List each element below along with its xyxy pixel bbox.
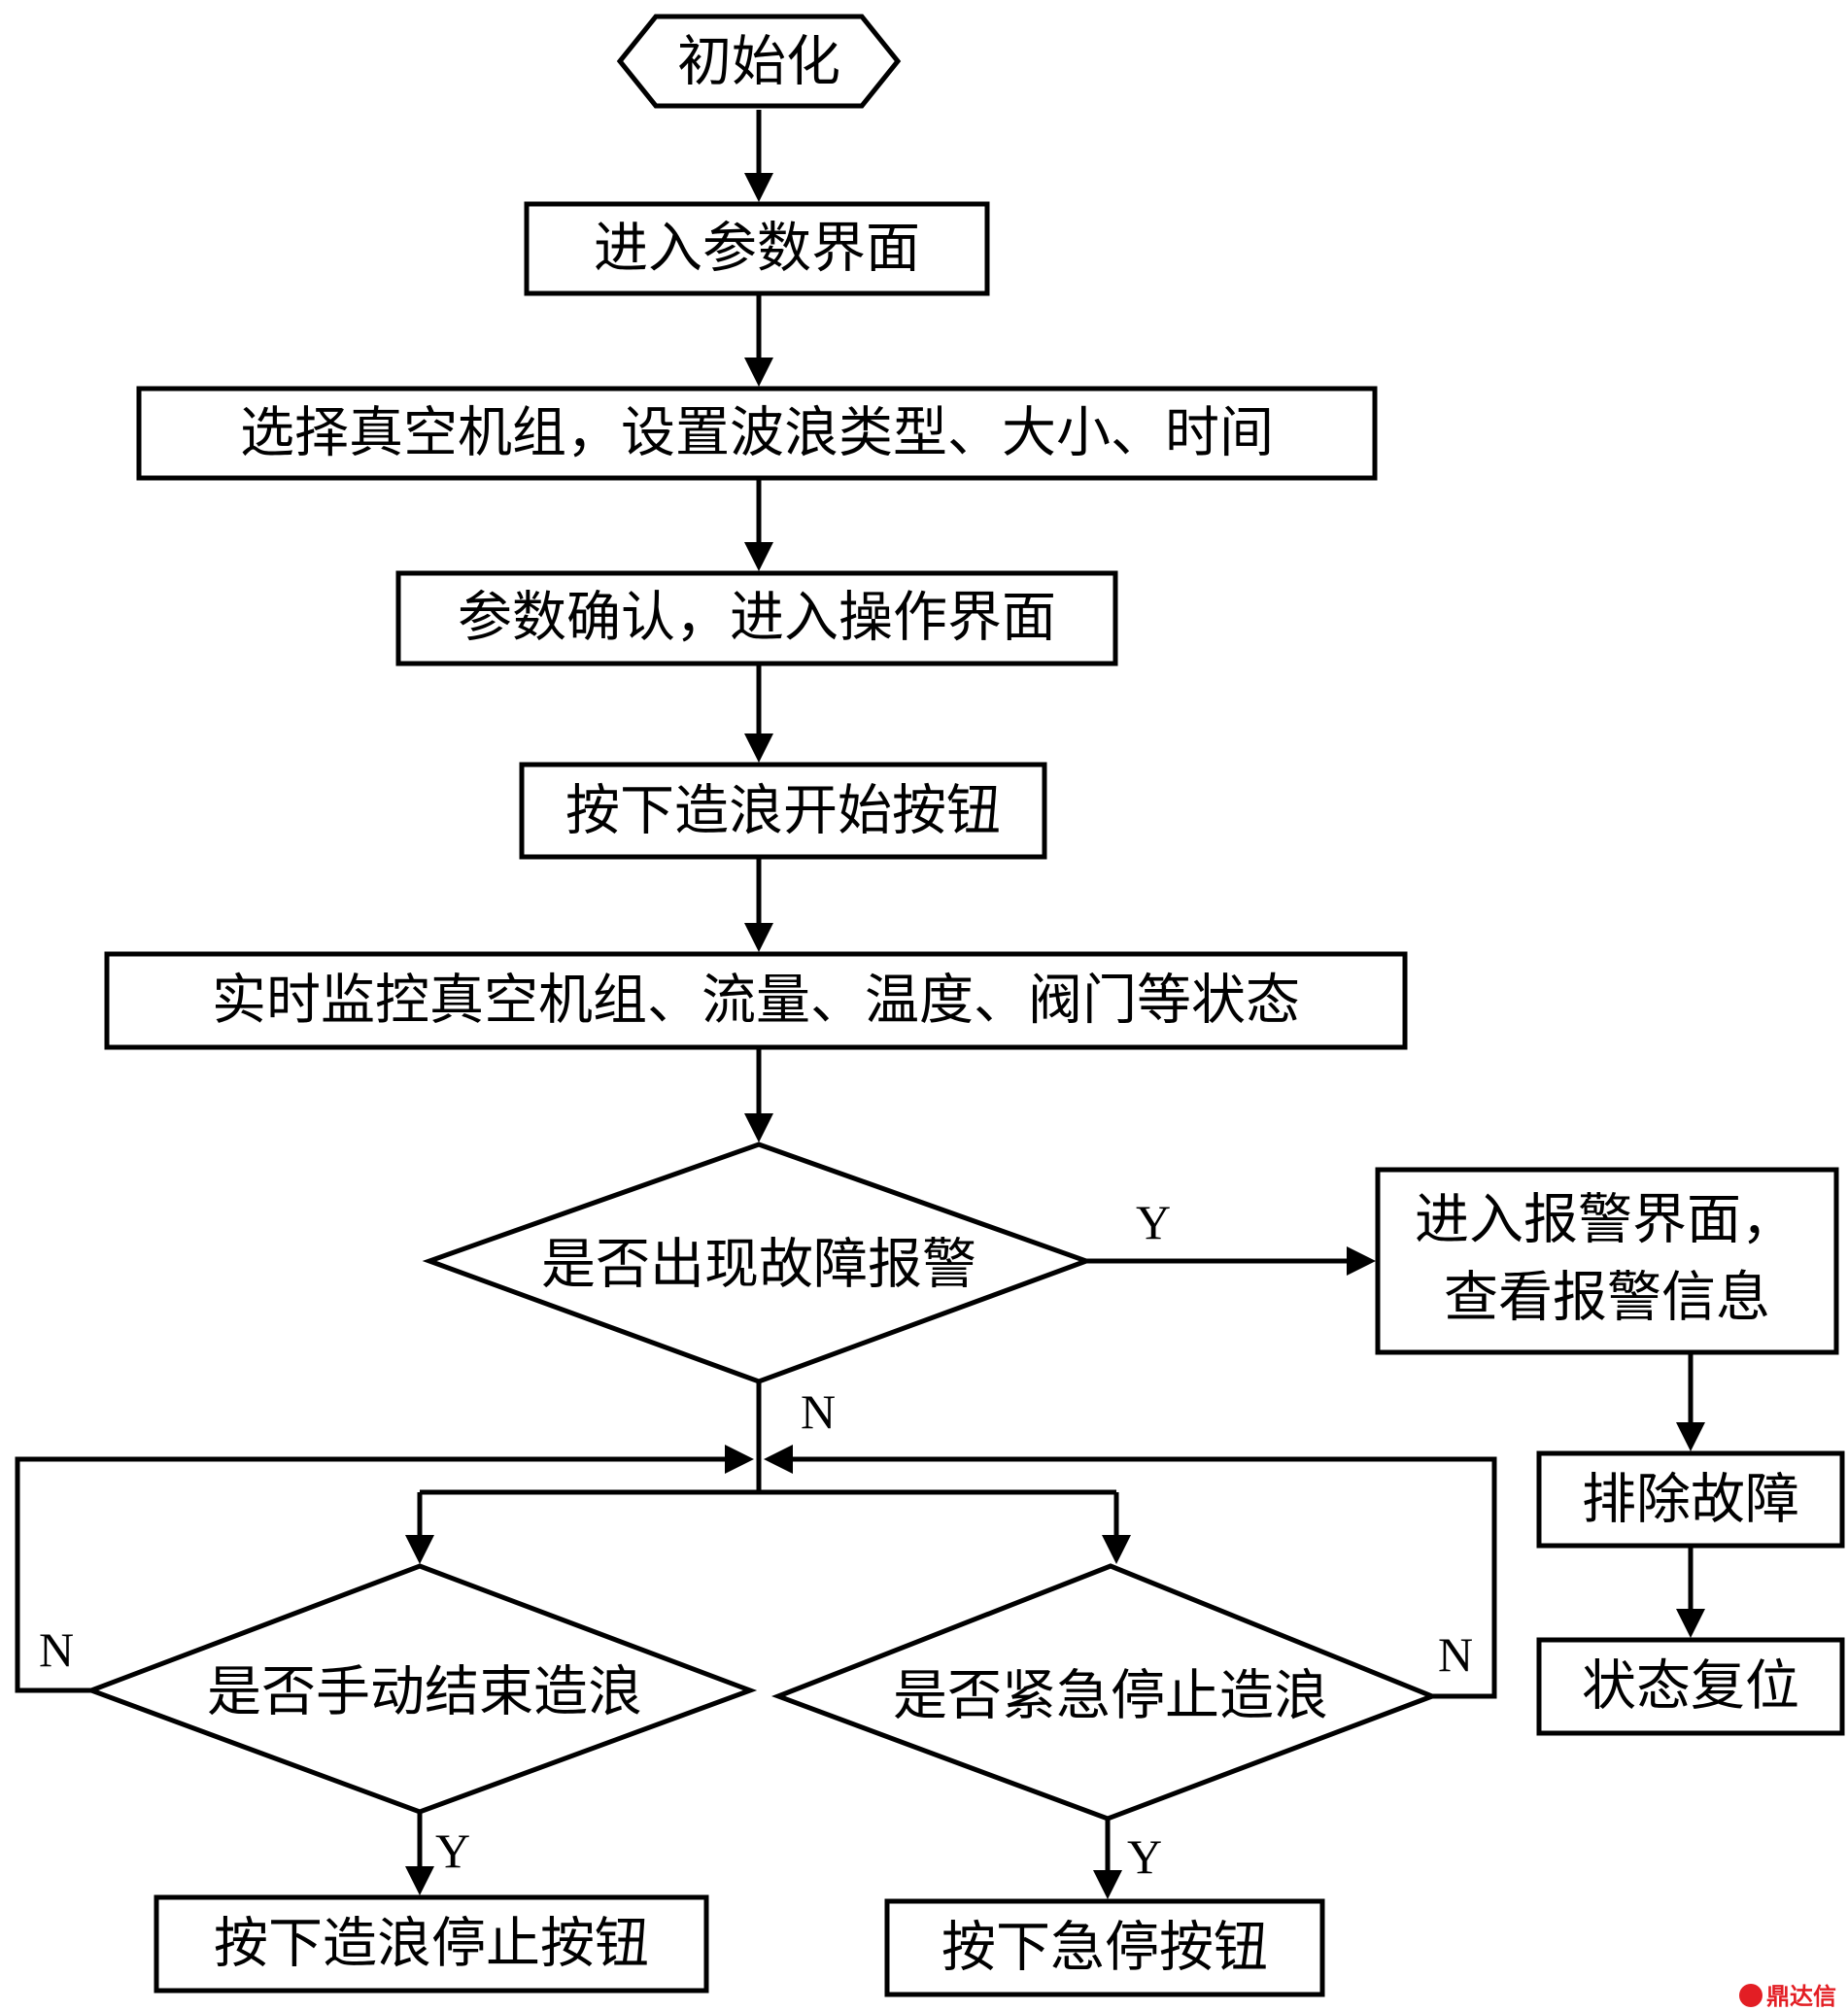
- arrowhead: [1102, 1535, 1131, 1564]
- decision-diamond: [84, 1563, 758, 1815]
- decision-diamond: [770, 1563, 1439, 1822]
- process-box: [1375, 1167, 1839, 1355]
- process-box: [1536, 1637, 1845, 1736]
- node-emergency-question: 是否紧急停止造浪: [770, 1563, 1439, 1822]
- monitor-label: 实时监控真空机组、流量、温度、阀门等状态: [212, 970, 1300, 1033]
- node-select-vacuum: 选择真空机组，设置波浪类型、大小、时间: [136, 386, 1378, 481]
- press-start-label: 按下造浪开始按钮: [565, 780, 1001, 843]
- watermark-label: 鼎达信: [1766, 1983, 1836, 2010]
- node-manual-end-question: 是否手动结束造浪: [84, 1563, 758, 1815]
- confirm-params-label: 参数确认，进入操作界面: [458, 587, 1056, 650]
- arrowhead: [744, 358, 773, 387]
- arrowhead: [744, 923, 773, 952]
- node-alarm-ui: 进入报警界面， 查看报警信息: [1375, 1167, 1839, 1355]
- arrowhead: [1347, 1246, 1376, 1276]
- manual-end-question-label: 是否手动结束造浪: [207, 1661, 642, 1724]
- manual-no-label: N: [39, 1622, 74, 1677]
- arrowhead: [1093, 1870, 1122, 1899]
- emergency-question-label: 是否紧急停止造浪: [893, 1665, 1328, 1728]
- process-box: [519, 762, 1047, 860]
- process-box: [1536, 1450, 1845, 1549]
- process-box: [104, 951, 1408, 1050]
- watermark-logo-icon: [1739, 1984, 1762, 2007]
- process-box: [884, 1898, 1325, 1997]
- edge-manual-no-loop: [15, 1456, 725, 1693]
- press-estop-label: 按下急停按钮: [941, 1917, 1268, 1980]
- arrowhead: [744, 542, 773, 571]
- connectors: [15, 110, 1705, 1899]
- watermark: 鼎达信: [1739, 1983, 1836, 2010]
- node-fault-question: 是否出现故障报警: [422, 1142, 1094, 1384]
- fault-question-label: 是否出现故障报警: [541, 1234, 976, 1297]
- node-clear-fault: 排除故障: [1536, 1450, 1845, 1549]
- manual-yes-label: Y: [435, 1824, 470, 1878]
- alarm-ui-label-line1: 进入报警界面，: [1415, 1189, 1796, 1252]
- reset-state-label: 状态复位: [1582, 1655, 1799, 1719]
- arrowhead: [405, 1866, 434, 1895]
- process-box: [524, 201, 990, 296]
- node-press-estop: 按下急停按钮: [884, 1898, 1325, 1997]
- node-confirm-params: 参数确认，进入操作界面: [395, 570, 1118, 666]
- press-stop-label: 按下造浪停止按钮: [214, 1913, 649, 1976]
- arrowhead: [405, 1535, 434, 1564]
- alarm-ui-label-line2: 查看报警信息: [1444, 1267, 1770, 1330]
- arrowhead: [1676, 1422, 1705, 1451]
- node-monitor: 实时监控真空机组、流量、温度、阀门等状态: [104, 951, 1408, 1050]
- arrowhead: [744, 733, 773, 763]
- decision-diamond: [422, 1142, 1094, 1384]
- start-hexagon: [616, 14, 902, 109]
- fault-yes-label: Y: [1136, 1195, 1171, 1249]
- node-press-stop: 按下造浪停止按钮: [154, 1894, 709, 1994]
- arrowhead: [725, 1445, 754, 1474]
- edge-labels: Y N N Y N Y: [39, 1195, 1473, 1884]
- arrowhead: [744, 173, 773, 202]
- node-press-start: 按下造浪开始按钮: [519, 762, 1047, 860]
- node-param-ui: 进入参数界面: [524, 201, 990, 296]
- edge-emergency-no-loop: [793, 1456, 1497, 1699]
- emergency-no-label: N: [1438, 1627, 1473, 1682]
- process-box: [154, 1894, 709, 1994]
- arrowhead: [1676, 1609, 1705, 1638]
- select-vacuum-label: 选择真空机组，设置波浪类型、大小、时间: [240, 402, 1274, 465]
- arrowhead: [744, 1113, 773, 1142]
- clear-fault-label: 排除故障: [1582, 1469, 1799, 1532]
- node-reset-state: 状态复位: [1536, 1637, 1845, 1736]
- process-box: [395, 570, 1118, 666]
- fault-no-label: N: [801, 1384, 836, 1439]
- param-ui-label: 进入参数界面: [594, 218, 920, 281]
- init-label: 初始化: [677, 31, 840, 94]
- node-init: 初始化: [616, 14, 902, 109]
- emergency-yes-label: Y: [1127, 1829, 1162, 1884]
- arrowhead: [764, 1445, 793, 1474]
- process-box: [136, 386, 1378, 481]
